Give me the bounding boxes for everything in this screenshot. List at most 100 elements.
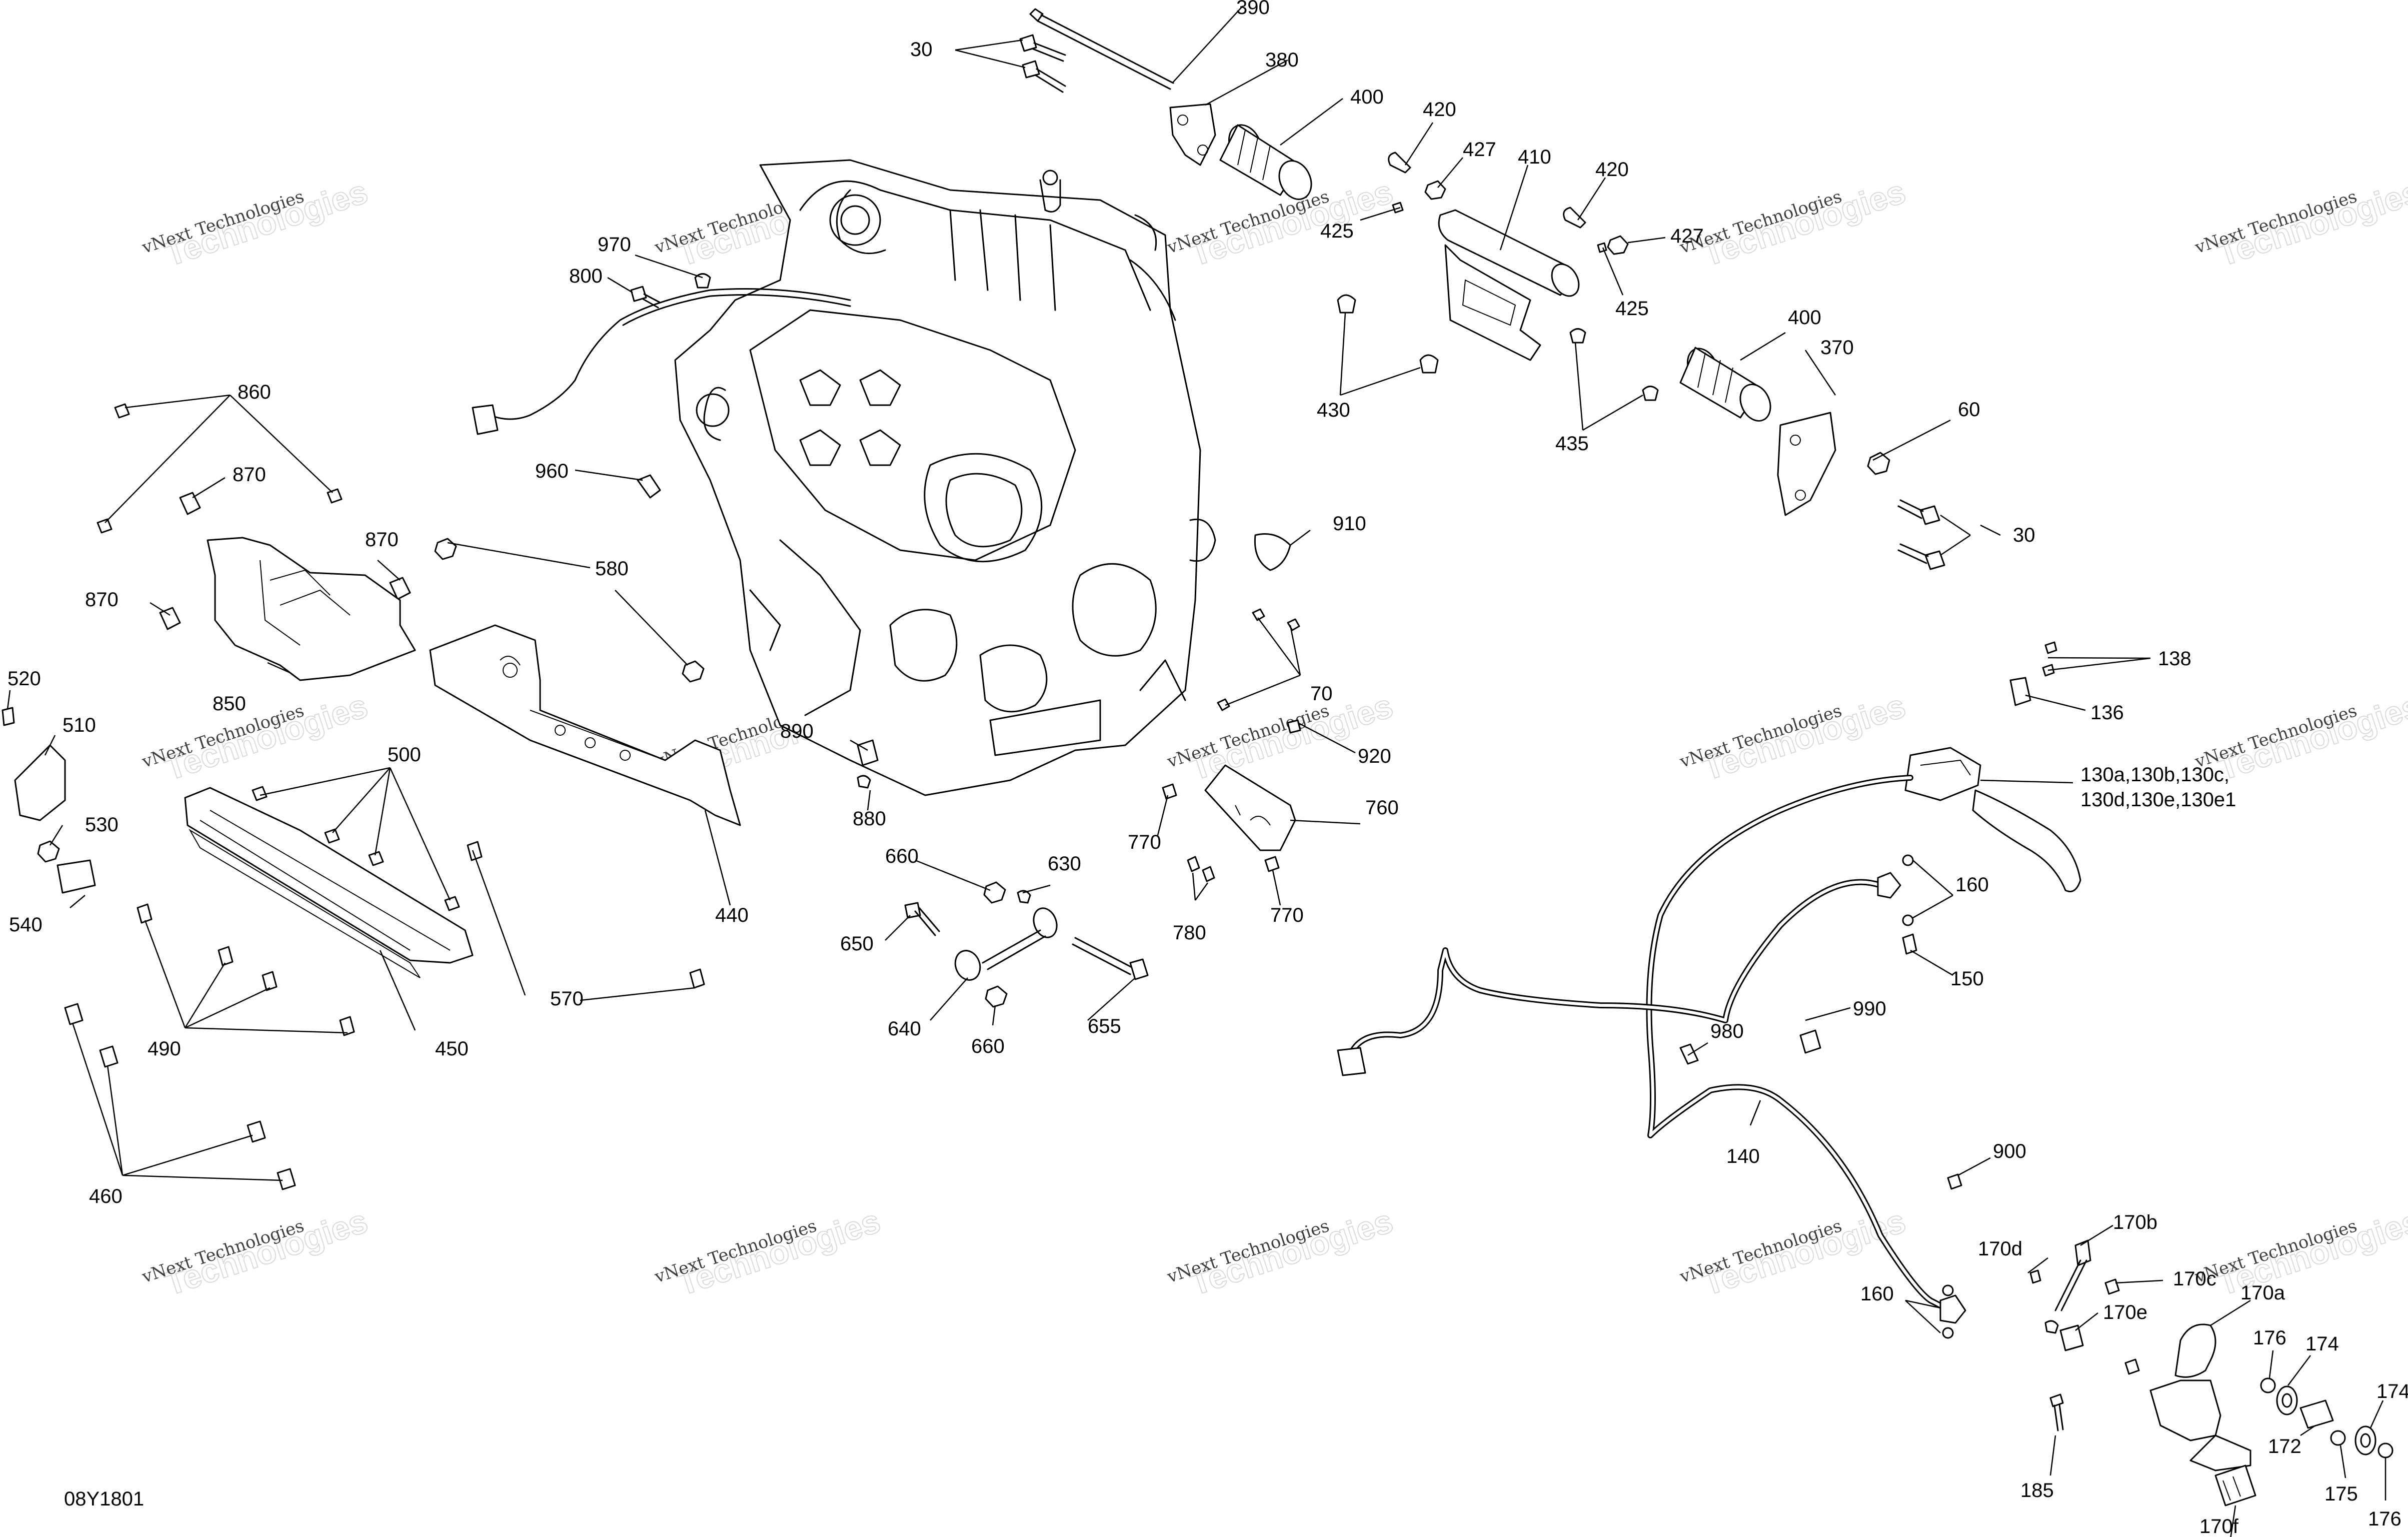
watermark: Technologies vNext Technologies xyxy=(139,686,372,787)
watermark: Technologies vNext Technologies xyxy=(139,172,372,273)
engine-support-440 xyxy=(429,624,741,826)
callout-label: 175 xyxy=(2324,1483,2358,1505)
clip-960 xyxy=(637,474,661,499)
clip-920 xyxy=(1287,719,1301,734)
callout-label: 780 xyxy=(1173,922,1206,944)
bolt-30-right xyxy=(1897,499,1945,570)
callout-label: 660 xyxy=(885,845,919,867)
sensor-510 xyxy=(14,744,66,821)
callout-label: 430 xyxy=(1317,399,1350,421)
callout-label: 420 xyxy=(1423,99,1456,121)
nut-580-b xyxy=(682,660,705,683)
clip-870-a xyxy=(179,492,201,515)
fitting-170e xyxy=(2059,1324,2084,1351)
callout-label: 800 xyxy=(569,265,603,287)
nut-60 xyxy=(1867,452,1890,475)
callout-label: 980 xyxy=(1710,1020,1744,1042)
bolt-460-a xyxy=(64,1003,84,1025)
screw-170c xyxy=(2104,1278,2120,1295)
callout-label: 380 xyxy=(1265,49,1299,71)
callout-label: 580 xyxy=(595,558,629,580)
bracket-370 xyxy=(1777,412,1836,516)
bolt-570-a xyxy=(467,841,483,861)
callout-label: 427 xyxy=(1670,225,1704,247)
banjo-bolt-150 xyxy=(1902,933,1917,955)
callout-label: 150 xyxy=(1950,968,1984,990)
bolt-500-b xyxy=(324,828,340,844)
fastener-770-a xyxy=(1162,783,1177,800)
callout-label: 425 xyxy=(1615,298,1649,320)
screw-138-a xyxy=(2044,641,2057,654)
callout-label: 630 xyxy=(1048,853,1081,875)
callout-label: 390 xyxy=(1236,0,1270,19)
clip-890 xyxy=(857,739,879,766)
callout-label: 870 xyxy=(85,589,119,611)
bolt-860-a xyxy=(114,403,130,419)
washer-175 xyxy=(2330,1430,2346,1446)
callout-label: 490 xyxy=(148,1038,181,1060)
fastener-780-a xyxy=(1187,856,1200,872)
bearing-174-a xyxy=(2276,1385,2298,1415)
callout-label: 176 xyxy=(2368,1508,2401,1530)
callout-label: 540 xyxy=(9,914,43,936)
clip-990 xyxy=(1799,1029,1821,1054)
bolt-860-b xyxy=(97,518,113,534)
fitting-170d xyxy=(2029,1269,2041,1284)
nut-427-b xyxy=(1607,235,1629,255)
callout-label: 140 xyxy=(1726,1145,1760,1167)
callout-label: 370 xyxy=(1820,337,1854,359)
callout-label: 850 xyxy=(213,693,246,715)
callout-label: 460 xyxy=(89,1185,123,1207)
bolt-460-b xyxy=(99,1045,119,1068)
bolt-860-c xyxy=(327,488,343,504)
washer-425-b xyxy=(1597,242,1607,253)
washer-176-b xyxy=(2377,1442,2393,1458)
bolt-30-pair xyxy=(1019,34,1066,93)
callout-label: 910 xyxy=(1333,513,1366,535)
callout-label: 870 xyxy=(233,464,266,486)
nut-530 xyxy=(37,840,60,863)
callout-label: 170e xyxy=(2103,1301,2147,1323)
watermark: Technologies vNext Technologies xyxy=(652,1201,885,1302)
callout-label: 770 xyxy=(1128,831,1161,853)
heat-shield-850 xyxy=(207,537,416,681)
banjo-160-a xyxy=(1877,872,1901,899)
fitting-170f xyxy=(2214,1464,2256,1506)
bolt-520 xyxy=(2,707,15,726)
callout-label: 170f xyxy=(2199,1515,2239,1537)
banjo-160-b xyxy=(1939,1294,1966,1324)
callout-label: 860 xyxy=(238,381,271,403)
bearing-174-b xyxy=(2354,1425,2376,1455)
diagram-code: 08Y1801 xyxy=(64,1488,144,1510)
bracket-760 xyxy=(1204,764,1296,851)
bolt-490-c xyxy=(262,971,278,991)
callout-label: 400 xyxy=(1350,86,1384,108)
bolt-800 xyxy=(630,286,661,309)
clamp-136 xyxy=(2009,677,2031,706)
callout-label: 440 xyxy=(715,904,749,926)
bushing-172 xyxy=(2299,1399,2334,1429)
washer-425-a xyxy=(1392,202,1404,214)
skid-plate-450 xyxy=(184,787,474,978)
grommet-910 xyxy=(1254,533,1291,571)
watermark: Technologies vNext Technologies xyxy=(1164,686,1397,787)
callout-label: 170b xyxy=(2113,1211,2157,1233)
callout-label: 570 xyxy=(550,988,584,1010)
watermark: Technologies vNext Technologies xyxy=(1677,686,1910,787)
bolt-570-b xyxy=(689,968,705,989)
callout-label: 920 xyxy=(1358,745,1391,767)
clip-900 xyxy=(1947,1173,1962,1190)
washer-160-b2 xyxy=(1942,1327,1954,1339)
callout-label: 760 xyxy=(1365,797,1399,819)
callout-label: 172 xyxy=(2268,1435,2301,1457)
callout-label: 60 xyxy=(1958,399,1980,421)
clip-420-b xyxy=(1563,207,1586,229)
callout-label: 136 xyxy=(2090,702,2124,724)
clip-880 xyxy=(857,775,871,789)
damper-400-top xyxy=(1219,124,1312,200)
nut-660-b xyxy=(985,985,1008,1008)
bolt-460-d xyxy=(277,1168,296,1190)
callout-label: 174 xyxy=(2376,1380,2408,1402)
nut-580-a xyxy=(434,538,457,560)
